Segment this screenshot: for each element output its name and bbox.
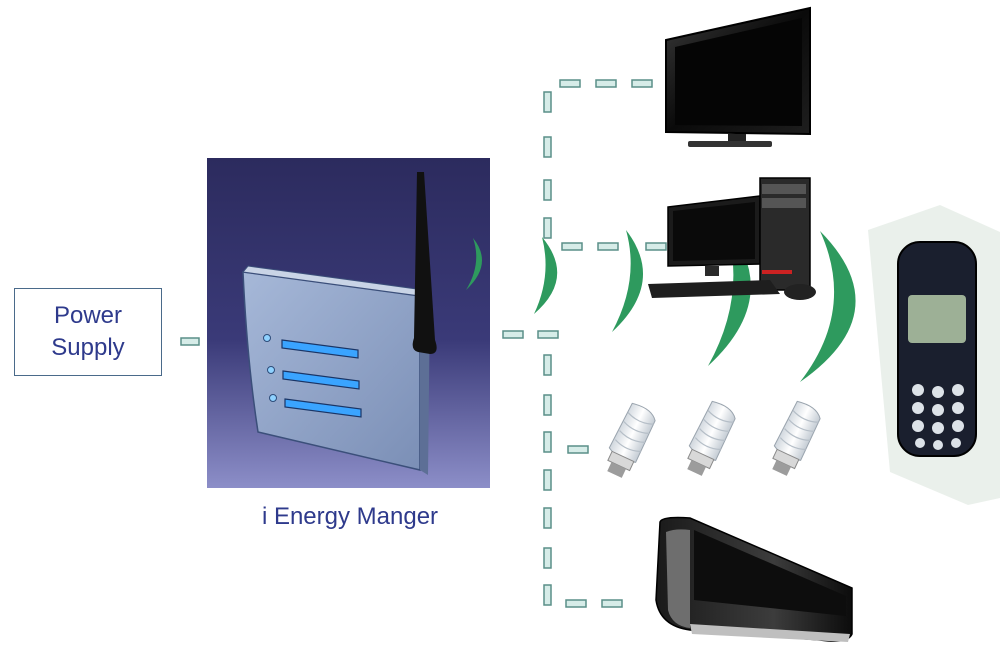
cfl-bulb-icon [607, 402, 656, 478]
television-icon [665, 6, 811, 147]
device-body [242, 271, 421, 471]
power-connector-dash [180, 337, 200, 346]
signal-wave-icon [800, 231, 856, 382]
ac-branch-connector [565, 599, 623, 608]
air-conditioner-icon [655, 516, 853, 642]
signal-wave-icon [612, 230, 644, 332]
tv-branch-connector [559, 79, 653, 88]
bulb-branch-connector [567, 445, 589, 454]
mobile-phone-icon [868, 205, 1000, 505]
status-led-icon [263, 334, 277, 402]
antenna-icon [412, 172, 437, 354]
cfl-bulb-icon [772, 400, 821, 476]
energy-manager-device [207, 158, 490, 488]
cfl-bulb-icon [687, 400, 736, 476]
manager-to-bus-connector [502, 330, 559, 339]
power-supply-label: Power Supply [51, 302, 125, 361]
signal-wave-icon [466, 238, 482, 290]
desktop-computer-icon [648, 177, 816, 300]
indicator-slot-icon [281, 339, 362, 418]
pc-branch-connector [561, 242, 667, 251]
distribution-bus [543, 91, 552, 606]
energy-manager-caption: i Energy Manger [261, 503, 439, 530]
power-supply-box: Power Supply [14, 288, 162, 376]
signal-wave-icon [534, 237, 558, 314]
